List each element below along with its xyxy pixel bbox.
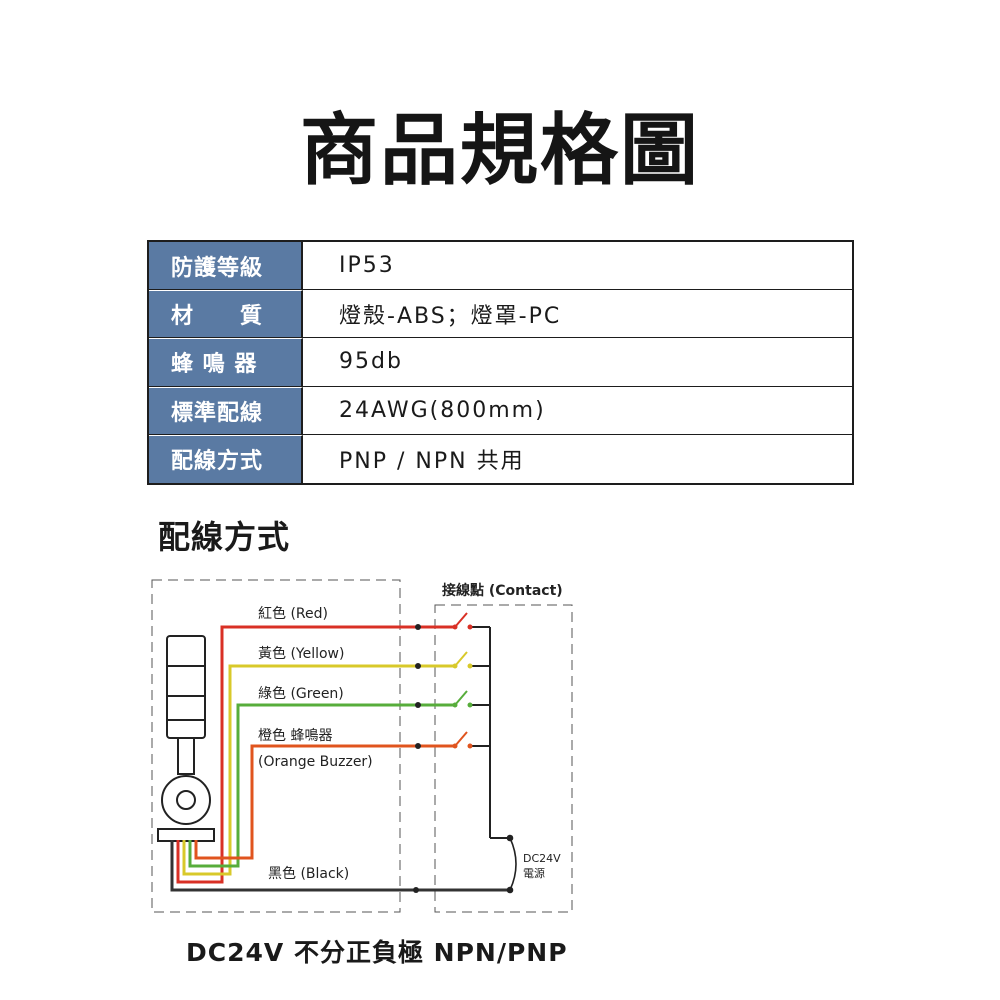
spec-row-wire: 標準配線 24AWG(800mm)	[149, 386, 852, 435]
wire-label-green: 綠色 (Green)	[258, 685, 344, 702]
power-label: 電源	[523, 866, 545, 880]
device-box	[151, 579, 401, 913]
spec-label: 蜂 鳴 器	[149, 338, 303, 386]
spec-value: 燈殼-ABS；燈罩-PC	[339, 303, 562, 329]
wire-label-yellow: 黃色 (Yellow)	[258, 645, 344, 662]
connection-dots	[413, 624, 421, 893]
power-supply-icon	[506, 834, 517, 894]
caption: DC24V 不分正負極 NPN/PNP	[186, 938, 568, 967]
spec-value: 24AWG(800mm)	[339, 397, 546, 423]
wire-label-black: 黑色 (Black)	[268, 865, 349, 882]
page-title: 商品規格圖	[299, 106, 700, 196]
wire-black	[170, 840, 416, 892]
spec-table: 防護等級 IP53 材 質 燈殼-ABS；燈罩-PC 蜂 鳴 器 95db 標準…	[147, 240, 854, 485]
wire-green	[188, 703, 418, 868]
wire-orange	[194, 744, 418, 860]
section-title: 配線方式	[158, 518, 291, 556]
switch-terminals	[452, 624, 473, 749]
wire-label-orange: 橙色 蜂鳴器	[258, 727, 332, 744]
spec-value: 95db	[339, 349, 403, 375]
wire-yellow	[182, 664, 418, 876]
wire-red	[176, 625, 418, 884]
spec-row-protection: 防護等級 IP53	[149, 242, 852, 291]
wires	[170, 625, 418, 892]
wiring-diagram: DC24V 電源 接線點 (Contact) 紅色 (Red) 黃色 (Yell…	[151, 579, 573, 913]
spec-label: 配線方式	[149, 434, 303, 483]
wire-label-red: 紅色 (Red)	[258, 605, 328, 622]
spec-value: IP53	[339, 253, 395, 279]
contact-label: 接線點 (Contact)	[442, 582, 563, 599]
wire-sublabel-orange: (Orange Buzzer)	[258, 754, 373, 770]
power-label: DC24V	[523, 852, 561, 865]
spec-label: 材 質	[149, 290, 303, 338]
tower-light-icon	[157, 635, 215, 842]
contact-box	[434, 604, 573, 913]
spec-value: PNP / NPN 共用	[339, 448, 525, 474]
spec-label: 標準配線	[149, 386, 303, 434]
wire-extensions	[416, 625, 510, 892]
spec-label: 防護等級	[149, 242, 303, 290]
switch-contacts	[454, 612, 510, 839]
spec-row-wiring-mode: 配線方式 PNP / NPN 共用	[149, 434, 852, 483]
spec-row-buzzer: 蜂 鳴 器 95db	[149, 338, 852, 387]
spec-row-material: 材 質 燈殼-ABS；燈罩-PC	[149, 290, 852, 339]
